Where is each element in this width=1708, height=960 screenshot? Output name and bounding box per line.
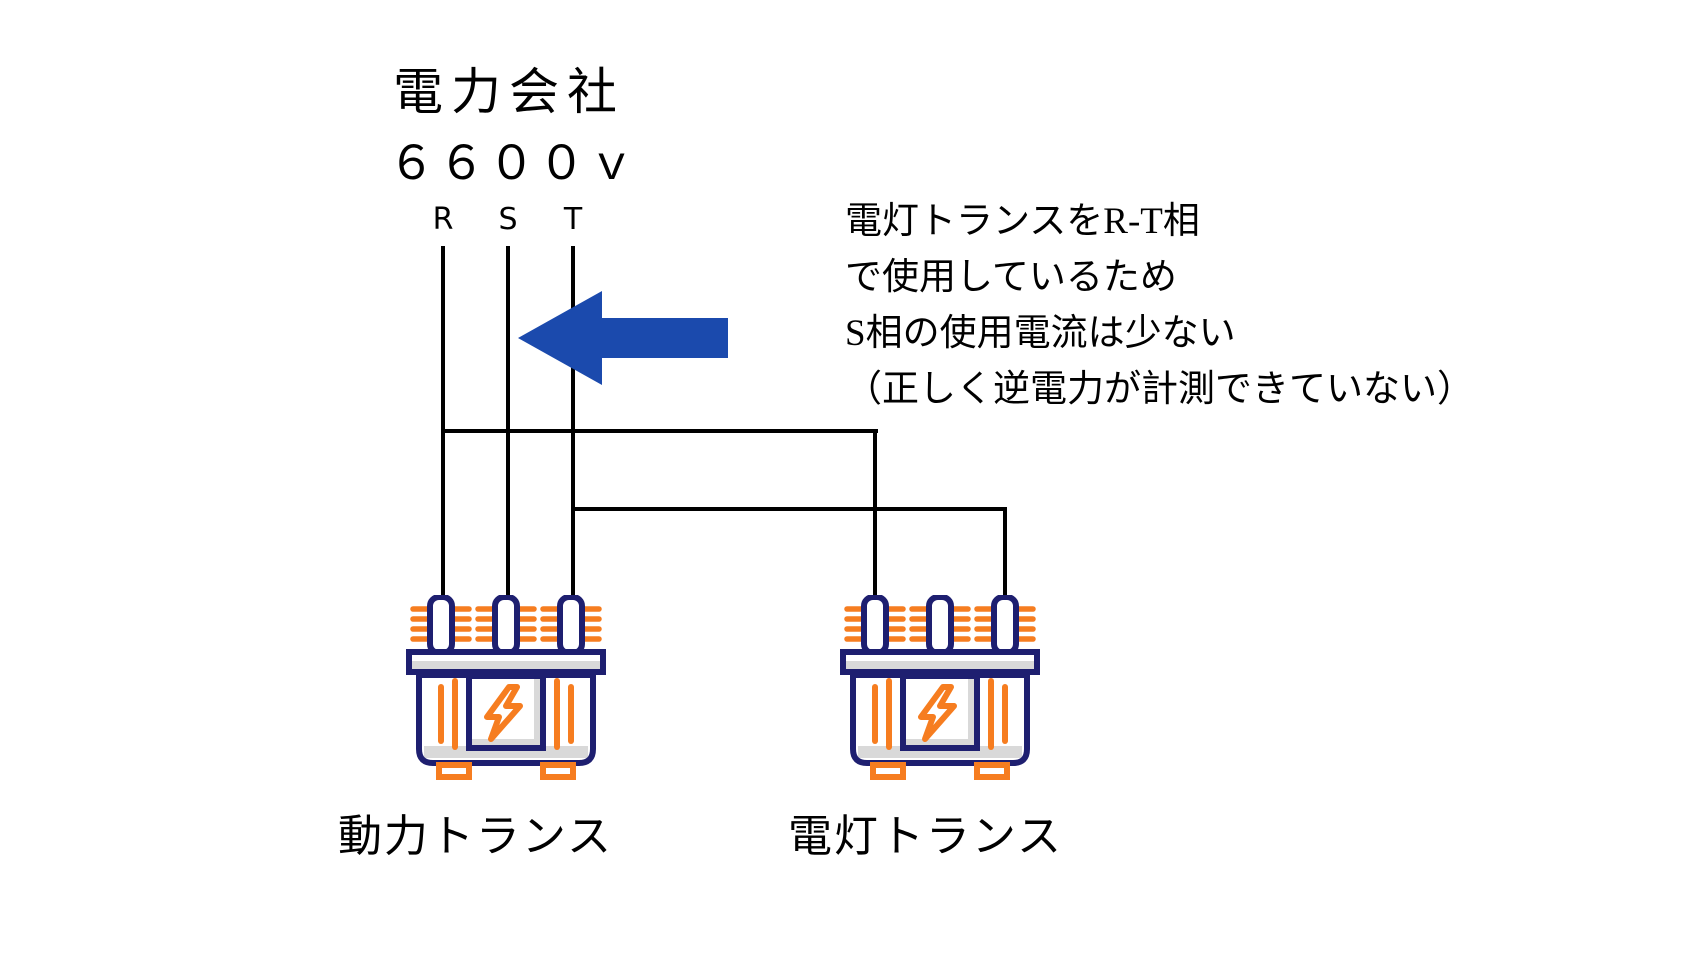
power-transformer-label: 動力トランス	[337, 812, 614, 861]
feet	[870, 762, 1010, 780]
phase-wire-t	[571, 246, 575, 598]
annotation-line-4: （正しく逆電力が計測できていない）	[845, 369, 1474, 410]
phase-wire-r	[441, 246, 445, 598]
center-panel	[466, 673, 546, 751]
annotation-line-2: で使用しているため	[845, 257, 1177, 298]
lightning-bolt-icon	[484, 684, 523, 742]
lighting-transformer-label: 電灯トランス	[787, 812, 1064, 861]
lightning-bolt-icon	[918, 684, 957, 742]
bushings	[427, 595, 585, 656]
phase-label-t: T	[563, 202, 583, 237]
t-branch-wire-horizontal	[571, 507, 1007, 511]
top-plate	[840, 649, 1040, 675]
phase-label-r: R	[432, 202, 454, 237]
top-plate	[406, 649, 606, 675]
phase-label-s: S	[498, 202, 518, 237]
phase-wire-s	[506, 246, 510, 598]
center-panel	[900, 673, 980, 751]
annotation-line-3: S相の使用電流は少ない	[845, 313, 1236, 354]
reverse-power-left-arrow-icon	[518, 291, 728, 385]
t-branch-wire-vertical	[1003, 507, 1007, 598]
r-branch-wire-horizontal	[441, 429, 878, 433]
feet	[436, 762, 576, 780]
r-branch-wire-vertical	[873, 429, 877, 598]
lighting-transformer-icon	[840, 595, 1040, 780]
bushings	[861, 595, 1019, 656]
power-transformer-icon	[406, 595, 606, 780]
side-coil-lines	[438, 678, 574, 750]
voltage-label: ６６００ｖ	[388, 138, 638, 190]
annotation-line-1: 電灯トランスをR-T相	[845, 201, 1200, 242]
annotation-text: 電灯トランスをR-T相 で使用しているため S相の使用電流は少ない （正しく逆電…	[845, 194, 1474, 418]
power-company-title: 電力会社	[393, 64, 625, 120]
side-coil-lines	[872, 678, 1008, 750]
